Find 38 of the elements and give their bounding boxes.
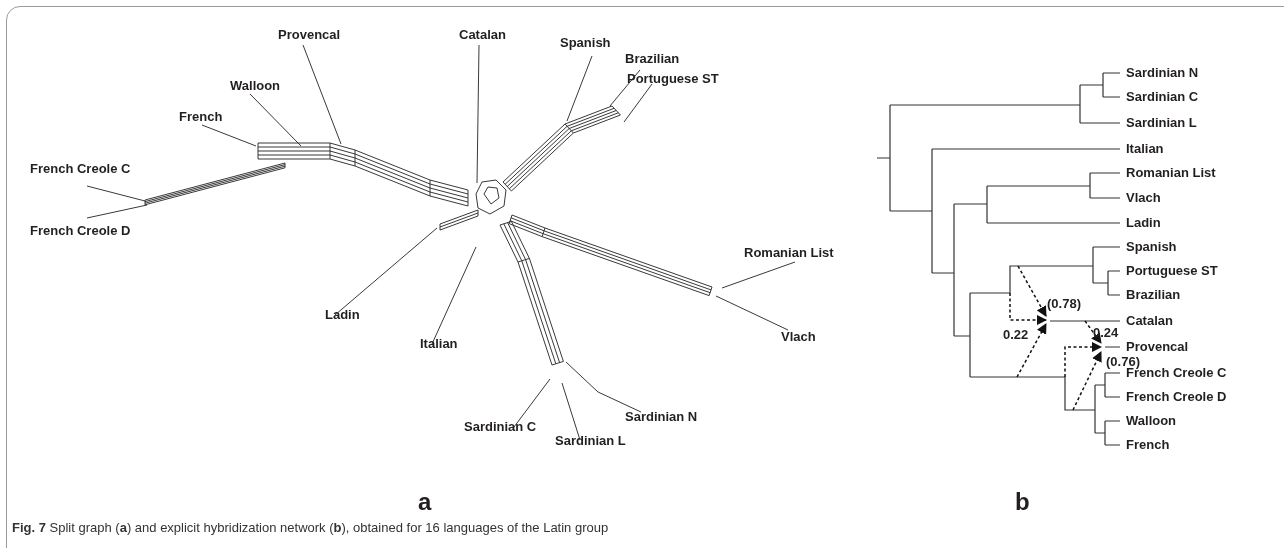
taxon-label: Ladin: [1126, 216, 1161, 229]
weight-label: 0.22: [1003, 328, 1029, 341]
taxon-label: Sardinian L: [1126, 116, 1197, 129]
taxon-label: Brazilian: [625, 52, 680, 65]
taxon-label: Catalan: [1126, 314, 1173, 327]
taxon-label: Spanish: [560, 36, 611, 49]
taxon-label: Catalan: [459, 28, 506, 41]
taxon-label: French Creole D: [30, 224, 131, 237]
weight-label: (0.76): [1106, 355, 1140, 368]
taxon-label: Walloon: [230, 79, 281, 92]
weight-label: 0.24: [1093, 326, 1119, 339]
taxon-label: Vlach: [1126, 191, 1161, 204]
taxon-label: Sardinian C: [464, 420, 537, 433]
taxon-label: Provencal: [1126, 340, 1189, 353]
panel-letter: b: [1015, 490, 1030, 514]
taxon-label: French Creole C: [30, 162, 131, 175]
taxon-label: Sardinian L: [555, 434, 626, 447]
taxon-label: Vlach: [781, 330, 816, 343]
panel-letter: a: [418, 490, 432, 514]
taxon-label: Spanish: [1126, 240, 1177, 253]
taxon-label: Romanian List: [1126, 166, 1216, 179]
taxon-label: Italian: [420, 337, 458, 350]
weight-label: (0.78): [1047, 297, 1081, 310]
taxon-label: Portuguese ST: [1126, 264, 1218, 277]
taxon-label: Provencal: [278, 28, 341, 41]
taxon-label: Sardinian C: [1126, 90, 1199, 103]
taxon-label: French: [1126, 438, 1170, 451]
taxon-label: Italian: [1126, 142, 1164, 155]
taxon-label: French: [179, 110, 223, 123]
taxon-label: French Creole D: [1126, 390, 1227, 403]
taxon-label: Ladin: [325, 308, 360, 321]
taxon-label: Sardinian N: [1126, 66, 1199, 79]
taxon-label: Sardinian N: [625, 410, 698, 423]
taxon-label: Brazilian: [1126, 288, 1181, 301]
taxon-label: Portuguese ST: [627, 72, 719, 85]
taxon-label: Romanian List: [744, 246, 834, 259]
taxon-label: Walloon: [1126, 414, 1177, 427]
figure-caption: Fig. 7 Split graph (a) and explicit hybridization network (b), obtained for 16 languages of the Latin group: [12, 521, 609, 534]
